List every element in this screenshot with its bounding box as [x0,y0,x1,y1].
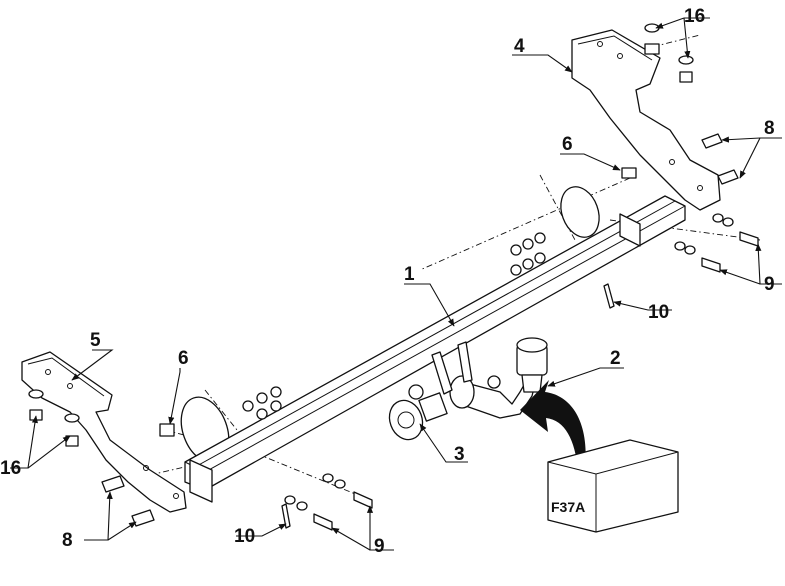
right-side-bracket [571,29,721,211]
callout-6-left: 6 [178,348,189,369]
callout-16-left: 16 [0,458,21,479]
reference-code-box: F37A [547,439,679,533]
callout-9-right: 9 [764,274,775,295]
callout-9-bottom: 9 [374,536,385,557]
left-side-bracket [21,351,187,513]
fastener-hardware [28,23,759,531]
electrical-socket [388,392,448,441]
callout-1: 1 [404,264,415,285]
callout-4: 4 [514,36,525,57]
tow-ball-assembly [408,337,548,419]
box-code-label: F37A [551,499,585,515]
callout-2: 2 [610,348,621,369]
callout-8-right: 8 [764,118,775,139]
main-crossbar [184,195,686,503]
callout-10-right: 10 [648,302,669,323]
callout-5: 5 [90,330,101,351]
callout-leader-lines [10,17,782,551]
callout-labels: 1 2 3 4 5 6 6 8 8 9 9 10 10 16 16 [0,6,775,557]
callout-10-bottom: 10 [234,526,255,547]
callout-8-left: 8 [62,530,73,551]
mounting-plates [180,186,600,464]
callout-3: 3 [454,444,465,465]
curved-arrow-icon [520,380,586,470]
callout-16-top: 16 [684,6,705,27]
callout-6-top: 6 [562,134,573,155]
